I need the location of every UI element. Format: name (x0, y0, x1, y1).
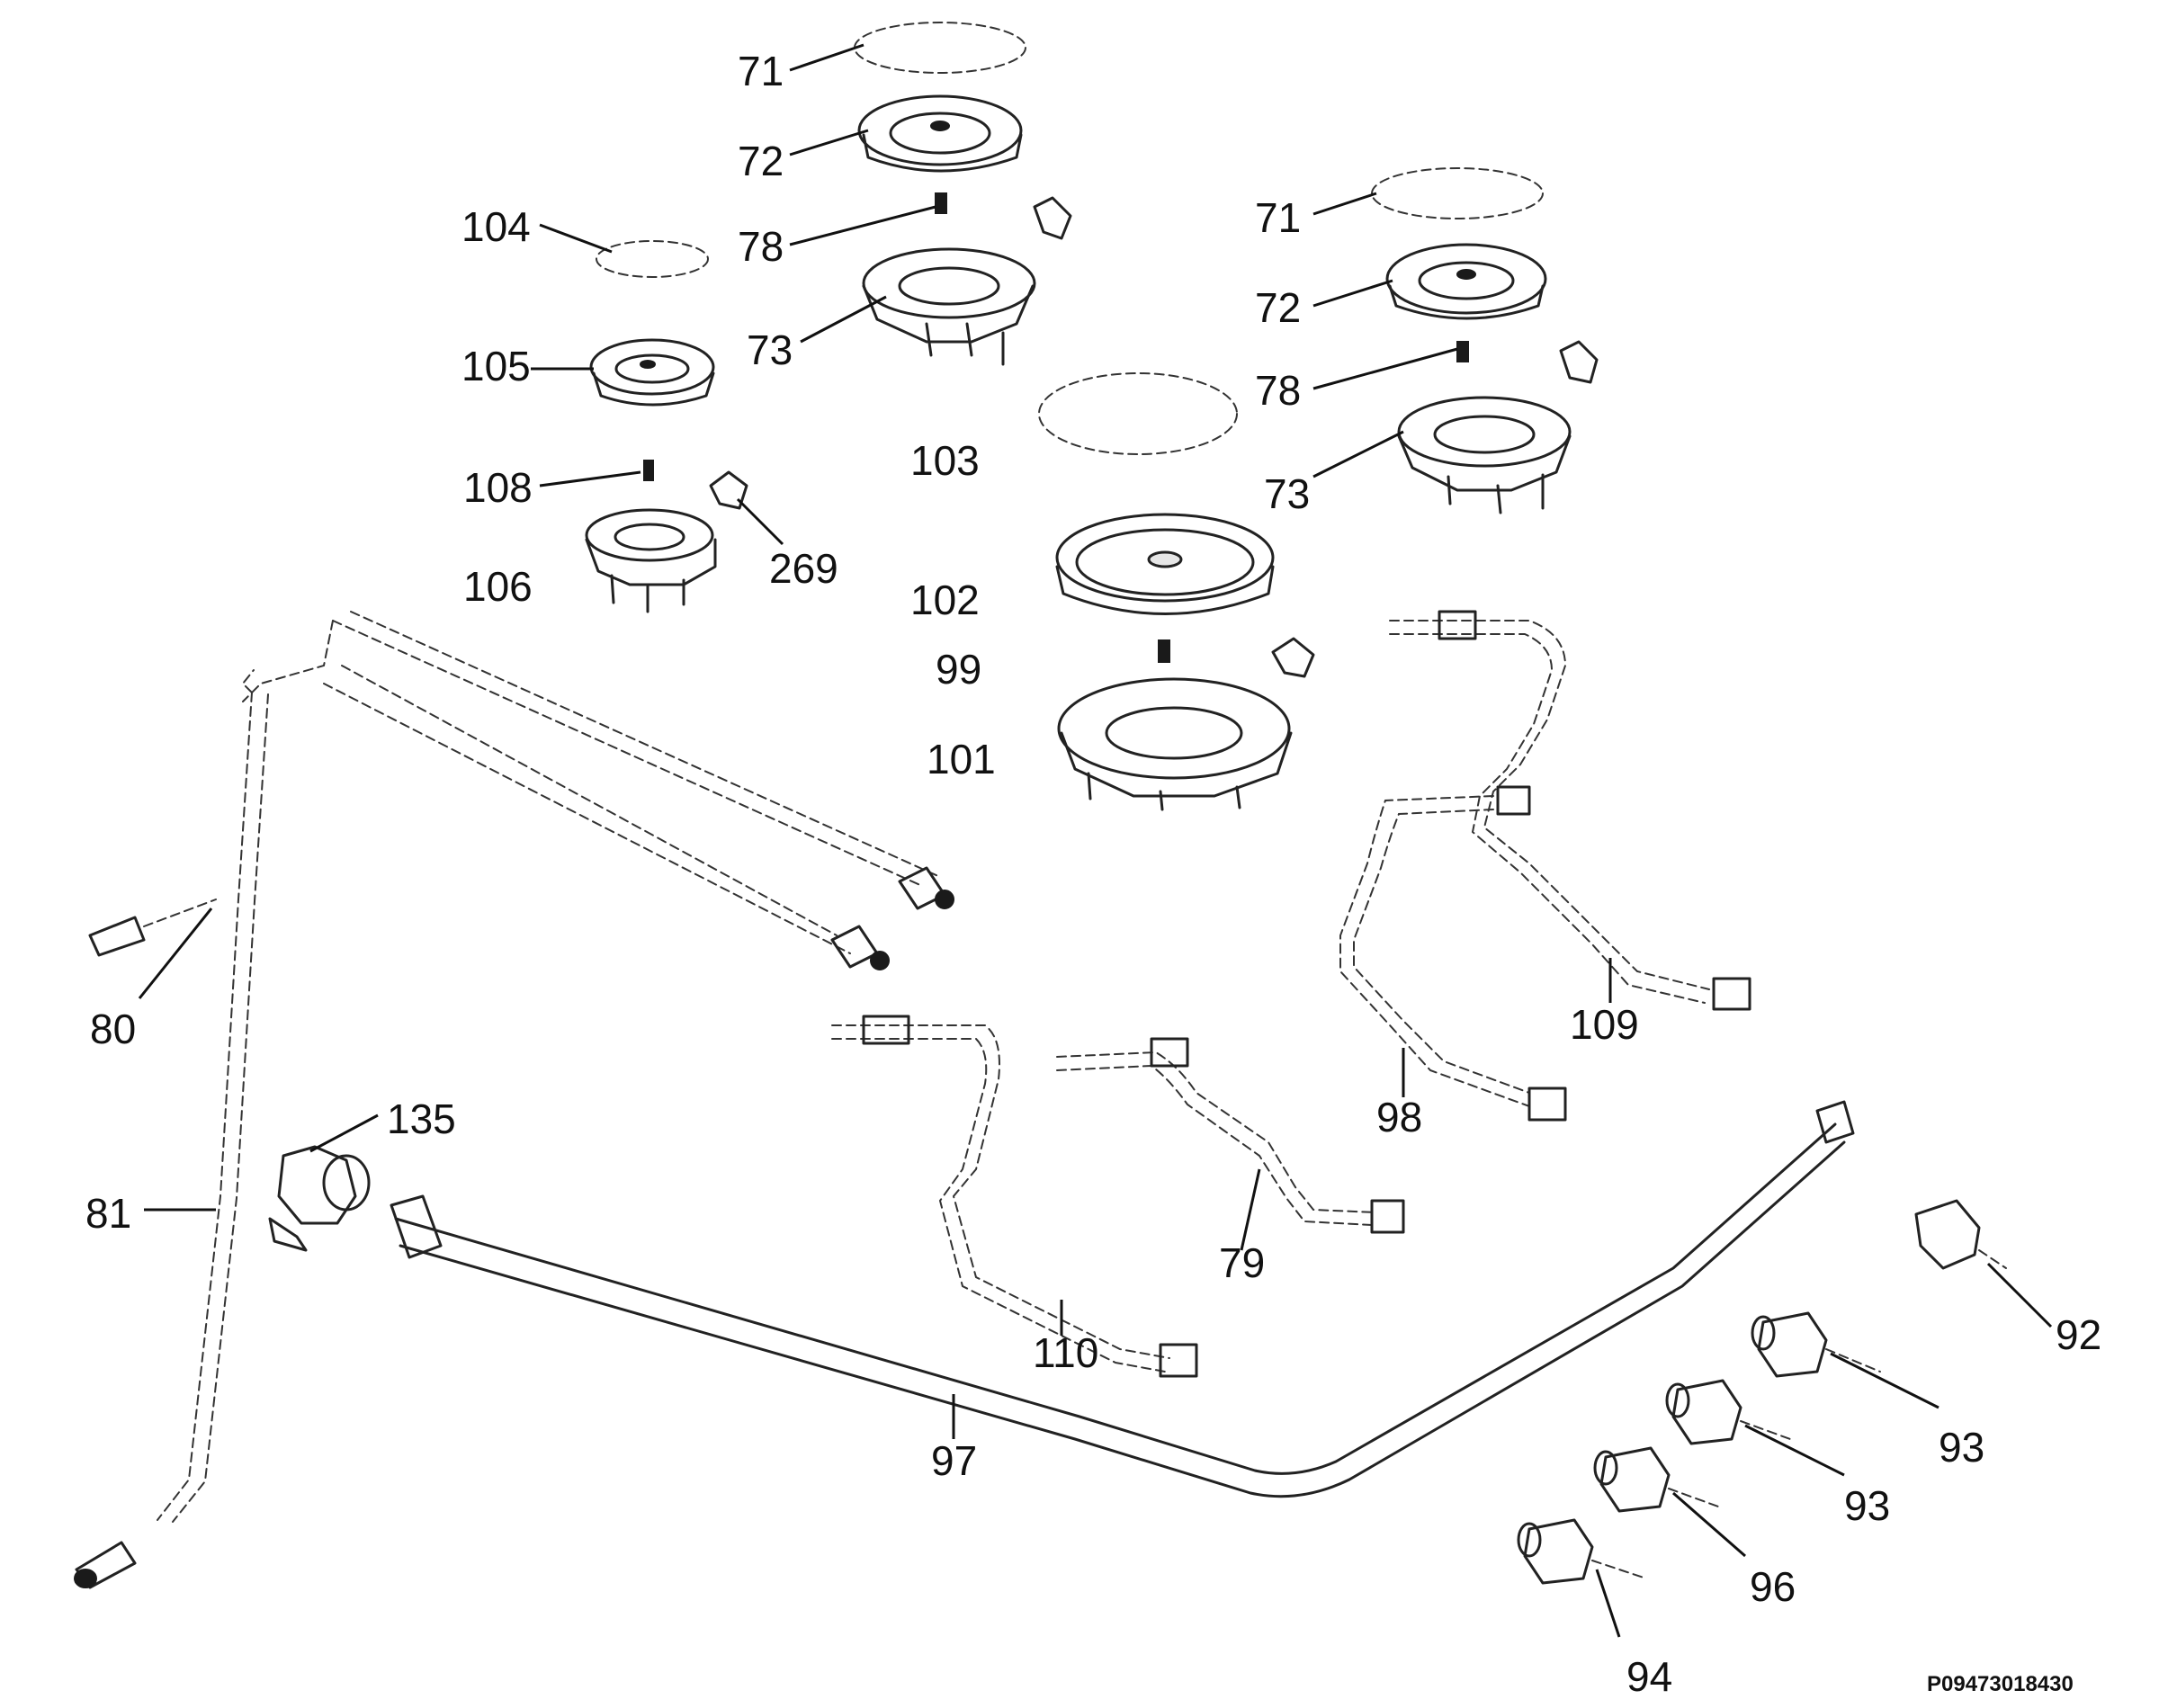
gas-pipe-110 (831, 1015, 1198, 1378)
callout-102: 102 (910, 577, 980, 623)
burner-base-101 (1057, 677, 1293, 811)
gas-tap-93-upper (1751, 1311, 1881, 1378)
callout-71: 71 (1255, 194, 1301, 241)
callout-110: 110 (1033, 1329, 1098, 1376)
gas-manifold-97 (390, 1100, 1855, 1498)
callout-81: 81 (85, 1190, 131, 1237)
callout-104: 104 (461, 203, 531, 250)
leader-lines (138, 43, 2053, 1638)
callout-269: 269 (769, 545, 838, 592)
callout-79: 79 (1219, 1239, 1265, 1286)
gas-tap-93-lower (1665, 1379, 1791, 1445)
burner-base-73-top (862, 247, 1036, 366)
burner-crown-72-top (857, 94, 1023, 173)
gas-pipe-upper-long (242, 611, 954, 970)
gas-pipe-79 (1056, 1037, 1405, 1234)
burner-cap-104 (596, 240, 709, 278)
callout-101: 101 (927, 736, 996, 782)
injector-78-right (1456, 341, 1469, 362)
burner-crown-72-right (1385, 243, 1547, 320)
callout-109: 109 (1570, 1001, 1639, 1048)
callout-93: 93 (1939, 1424, 1984, 1471)
callout-73: 73 (747, 326, 793, 373)
burner-base-106 (585, 508, 717, 613)
ignition-clip-269 (709, 470, 748, 510)
callout-103: 103 (910, 437, 980, 484)
connector-80 (88, 899, 217, 957)
callout-73: 73 (1264, 470, 1310, 517)
burner-crown-105 (589, 338, 715, 407)
ignition-clip-right (1559, 340, 1599, 384)
injector-78-top (935, 192, 947, 214)
gas-tap-96 (1593, 1446, 1719, 1513)
burner-cap-103 (1038, 372, 1238, 455)
burner-crown-102 (1055, 513, 1275, 615)
callout-97: 97 (931, 1437, 977, 1484)
callout-78: 78 (738, 223, 784, 270)
callout-80: 80 (90, 1006, 136, 1052)
callout-98: 98 (1376, 1094, 1422, 1140)
callout-96: 96 (1750, 1563, 1796, 1610)
callout-72: 72 (1255, 284, 1301, 331)
ignition-clip-centre (1271, 637, 1315, 678)
callout-106: 106 (463, 563, 533, 610)
ignition-clip-top (1033, 196, 1072, 240)
burner-base-73-right (1397, 396, 1572, 514)
callout-78: 78 (1255, 367, 1301, 414)
drawing-reference-code: P09473018430 (1927, 1672, 2074, 1696)
callout-135: 135 (387, 1095, 456, 1142)
callout-labels: 71 72 78 73 104 105 108 106 269 103 102 … (85, 48, 2101, 1700)
gas-pipe-81 (157, 669, 269, 1523)
injector-108 (643, 460, 654, 481)
callout-92: 92 (2056, 1311, 2101, 1358)
callout-94: 94 (1626, 1653, 1672, 1700)
burner-cap-71-top (854, 22, 1026, 74)
callout-93: 93 (1844, 1482, 1890, 1529)
injector-99 (1158, 639, 1170, 663)
burner-cap-71-right (1371, 167, 1544, 219)
callout-72: 72 (738, 138, 784, 184)
callout-99: 99 (936, 646, 981, 693)
connector-81-bottom (74, 1541, 137, 1589)
thermocouple-135 (268, 1145, 371, 1252)
gas-tap-94 (1517, 1518, 1647, 1585)
gas-pipe-98 (1339, 785, 1567, 1122)
callout-105: 105 (461, 343, 531, 389)
ignition-switch-92 (1914, 1199, 2007, 1270)
callout-108: 108 (463, 464, 533, 511)
callout-71: 71 (738, 48, 784, 94)
gas-pipe-109 (1389, 610, 1751, 1011)
